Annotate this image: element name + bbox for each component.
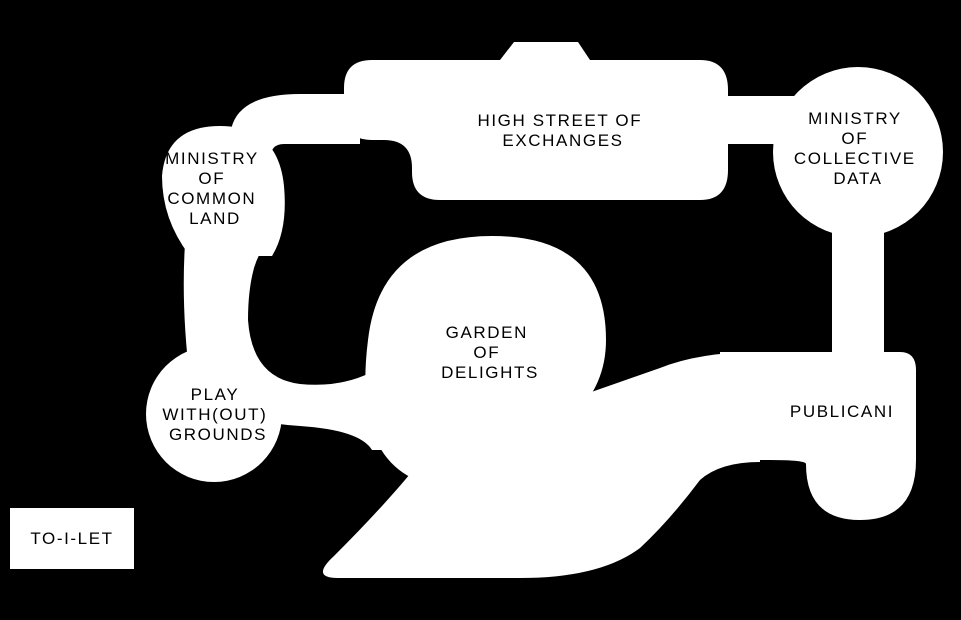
label-toilet: TO-I-LET — [30, 528, 114, 548]
collective-data-room — [773, 67, 943, 237]
publicani-room — [720, 352, 916, 520]
play-grounds-room — [146, 346, 282, 482]
label-publicani: PUBLICANI — [790, 402, 894, 421]
high-street-hall — [344, 42, 728, 200]
common-land-room — [162, 126, 285, 256]
label-garden: GARDEN OF DELIGHTS — [441, 323, 539, 382]
room-labels: HIGH STREET OF EXCHANGES MINISTRY OF COL… — [162, 109, 922, 444]
label-play-grounds: PLAY WITH(OUT) GROUNDS — [162, 385, 273, 444]
label-high-street: HIGH STREET OF EXCHANGES — [477, 111, 648, 150]
plan-shapes — [146, 42, 943, 578]
label-common-land: MINISTRY OF COMMON LAND — [165, 149, 265, 228]
garden-room — [365, 236, 606, 526]
label-collective-data: MINISTRY OF COLLECTIVE DATA — [794, 109, 922, 188]
toilet-room: TO-I-LET — [10, 508, 134, 569]
